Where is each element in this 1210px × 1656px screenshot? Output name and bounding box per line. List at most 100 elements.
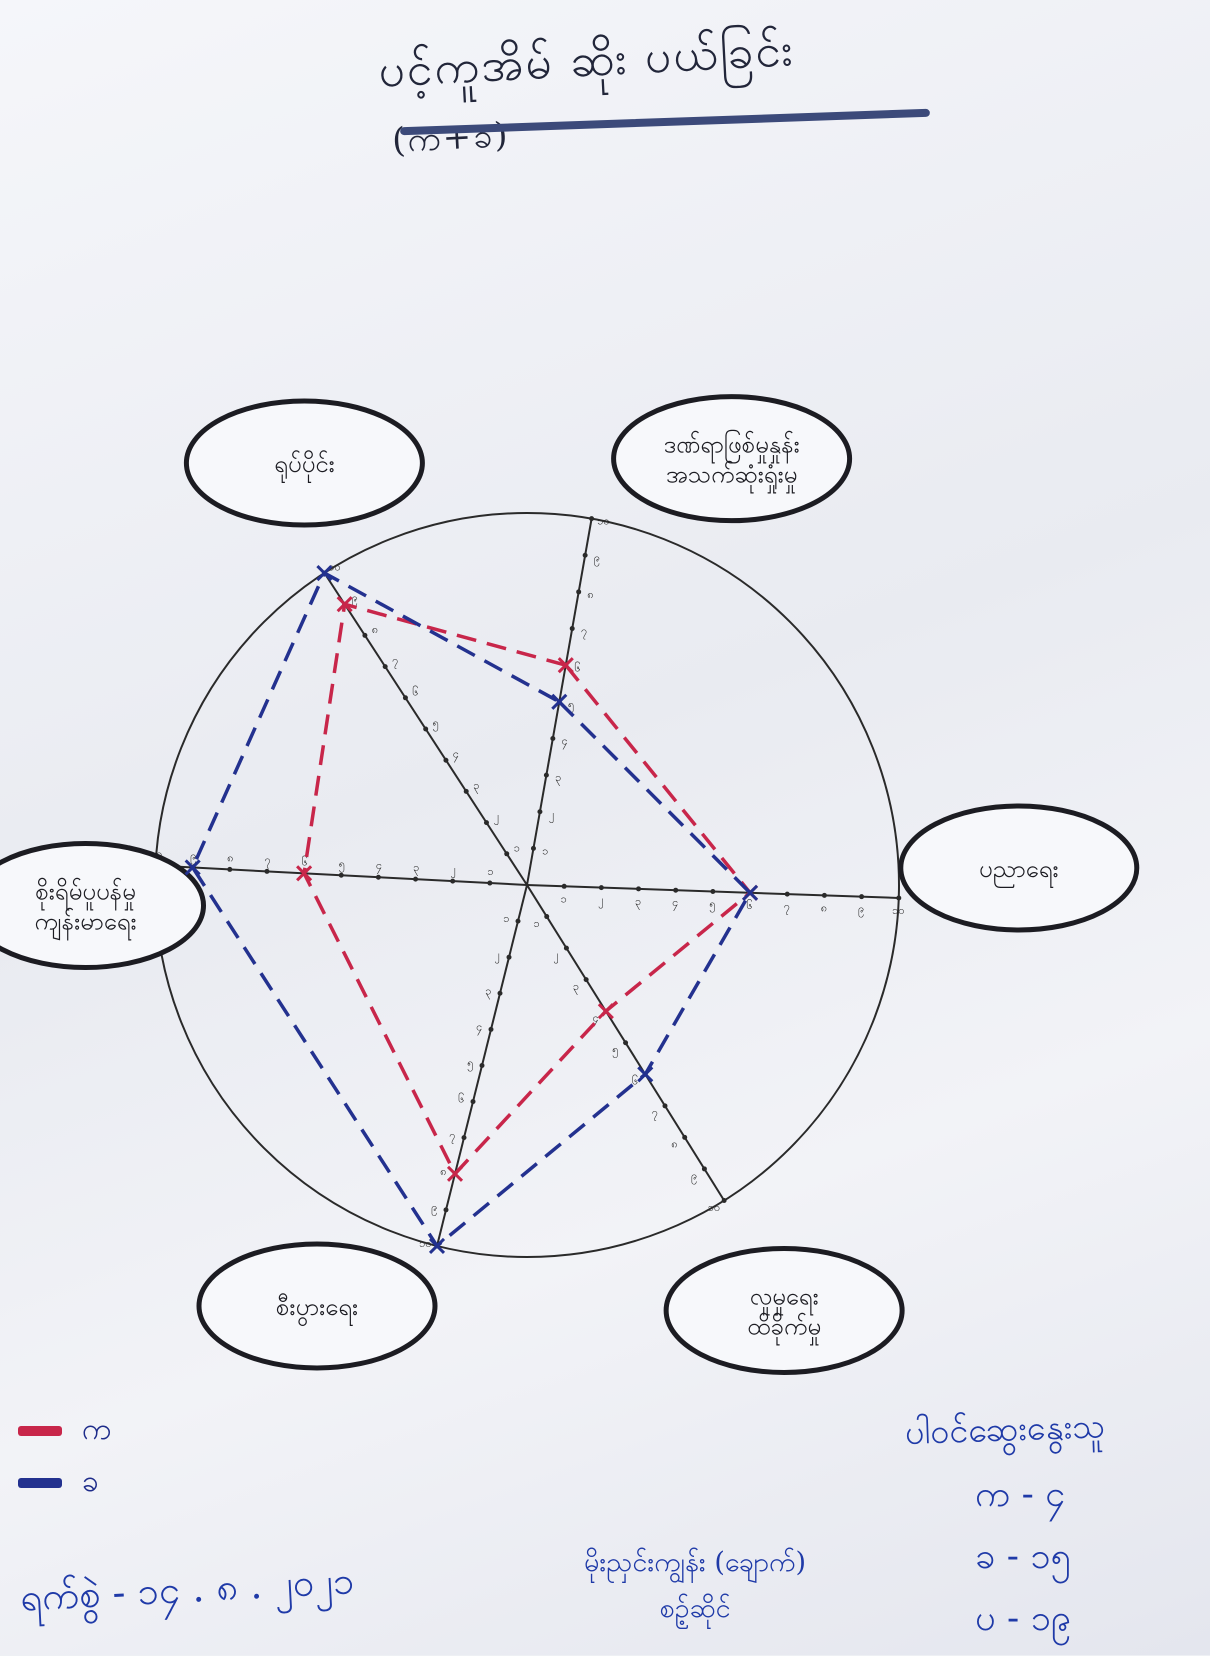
- data-point: [446, 1165, 464, 1182]
- axis-tick-mark: [264, 868, 270, 874]
- axis-tick-mark: [497, 990, 503, 996]
- axis-label: ကျန်းမာရေး: [34, 907, 136, 941]
- axis-tick-label: ၁၀: [708, 1201, 720, 1214]
- axis-tick-mark: [582, 552, 588, 558]
- axis-tick-label: ၅: [339, 857, 345, 872]
- axis-tick-label: ၆: [302, 855, 308, 868]
- axis-tick-mark: [530, 845, 536, 851]
- axis-tick-mark: [488, 1026, 494, 1032]
- axis-tick-label: ၃: [555, 771, 561, 786]
- axis-tick-label: ၉: [691, 1169, 697, 1184]
- place-label: မိုးညှင်းကျွန်း (ချောက်) စဉ့်ဆိုင်: [545, 1545, 845, 1637]
- axis-tick-mark: [362, 632, 368, 638]
- axis-tick-mark: [463, 788, 469, 794]
- count-row: ခ - ၁၅: [975, 1536, 1071, 1577]
- axis-tick-mark: [382, 664, 388, 670]
- data-point: [296, 865, 313, 882]
- axis-tick-mark: [443, 757, 449, 763]
- axis-tick-mark: [461, 1135, 467, 1141]
- axis-tick-label: ၁: [561, 892, 567, 905]
- count-row: က - ၄: [975, 1474, 1066, 1515]
- axis-tick-label: ၄: [476, 1020, 482, 1035]
- axis-tick-label: ၅: [709, 897, 715, 912]
- axis-tick-label: ၄: [562, 735, 568, 750]
- axis-tick-label: ၂: [495, 948, 500, 963]
- axis-tick-label: ၆: [574, 661, 580, 674]
- axis-tick-mark: [470, 1099, 476, 1105]
- axis-tick-mark: [896, 895, 902, 901]
- axis-tick-mark: [413, 876, 419, 882]
- axis-tick-label: ၈: [372, 623, 378, 636]
- axis-bubble: [898, 803, 1140, 933]
- axis-bubble: [0, 841, 206, 971]
- axis-tick-label: ၁၀: [892, 904, 904, 917]
- axis-label: လူမှုရေး: [750, 1282, 819, 1315]
- axis-tick-mark: [338, 872, 344, 878]
- axis-tick-mark: [636, 886, 642, 892]
- axis-tick-label: ၈: [587, 588, 593, 601]
- axis-tick-mark: [673, 887, 679, 893]
- data-point: [742, 884, 759, 901]
- axis-tick-mark: [543, 772, 549, 778]
- data-point: [184, 859, 201, 876]
- counts-title: ပါဝင်ဆွေးနွေးသူ: [904, 1406, 1106, 1454]
- axis-tick-mark: [784, 891, 790, 897]
- axis-tick-label: ၄: [672, 896, 678, 911]
- axis-tick-label: ၃: [413, 861, 419, 876]
- axis-tick-label: ၂: [554, 948, 559, 963]
- data-point: [336, 596, 353, 613]
- data-point: [428, 1237, 446, 1255]
- axis-tick-mark: [423, 726, 429, 732]
- axis-tick-label: ၆: [412, 685, 418, 698]
- data-point: [557, 657, 574, 674]
- axis-tick-mark: [227, 866, 233, 872]
- axis-label: အသက်ဆုံးရှုံးမှု: [666, 460, 798, 494]
- axis-tick-mark: [701, 1166, 707, 1172]
- legend-label: က: [82, 1411, 112, 1447]
- count-row: ပ - ၁၉: [975, 1598, 1072, 1639]
- axis-tick-label: ၁၀: [328, 560, 340, 573]
- axis-tick-label: ၅: [568, 698, 574, 713]
- axis-tick-label: ၇: [449, 1129, 455, 1144]
- axis-tick-label: ၇: [392, 654, 398, 669]
- axis-tick-label: ၁: [503, 912, 509, 925]
- axis-tick-label: ၉: [594, 551, 600, 566]
- axis-tick-label: ၂: [451, 863, 456, 878]
- axis-tick-label: ၇: [264, 853, 270, 868]
- axis-label: ရုပ်ပိုင်း: [274, 449, 335, 483]
- axis-tick-label: ၈: [821, 901, 827, 914]
- axis-tick-label: ၃: [635, 895, 641, 910]
- axis-tick-mark: [375, 874, 381, 880]
- axis-tick-mark: [483, 820, 489, 826]
- axis-tick-label: ၅: [612, 1043, 618, 1058]
- axis-tick-mark: [682, 1134, 688, 1140]
- axis-tick-mark: [487, 880, 493, 886]
- axis-tick-mark: [479, 1062, 485, 1068]
- legend-label: ခ: [82, 1463, 99, 1499]
- axis-tick-mark: [859, 894, 865, 900]
- axis-bubble: [196, 1241, 438, 1371]
- axis-tick-label: ၇: [581, 625, 587, 640]
- axis-tick-mark: [569, 626, 575, 632]
- participant-counts: ပါဝင်ဆွေးနွေးသူ က - ၄ ခ - ၁၅ ပ - ၁၉: [904, 1405, 1195, 1656]
- axis-tick-mark: [561, 883, 567, 889]
- axis-tick-mark: [515, 918, 521, 924]
- axis-tick-mark: [450, 878, 456, 884]
- axis-tick-label: ၈: [227, 851, 233, 864]
- axis-tick-label: ၄: [453, 748, 459, 763]
- axis-tick-label: ၅: [467, 1057, 473, 1072]
- axis-tick-label: ၉: [190, 849, 196, 864]
- axis-label: ပညာရေး: [979, 855, 1059, 888]
- axis-tick-label: ၁: [542, 844, 548, 857]
- axis-tick-mark: [662, 1103, 668, 1109]
- axis-tick-label: ၁: [533, 917, 539, 930]
- axis-tick-label: ၂: [598, 894, 603, 909]
- axis-tick-mark: [576, 589, 582, 595]
- axis-tick-label: ၈: [671, 1138, 677, 1151]
- axis-tick-mark: [563, 945, 569, 951]
- place-line-1: မိုးညှင်းကျွန်း (ချောက်): [584, 1547, 806, 1578]
- axis-tick-label: ၁: [514, 841, 520, 854]
- axis-tick-mark: [544, 914, 550, 920]
- axis-tick-label: ၆: [747, 899, 753, 912]
